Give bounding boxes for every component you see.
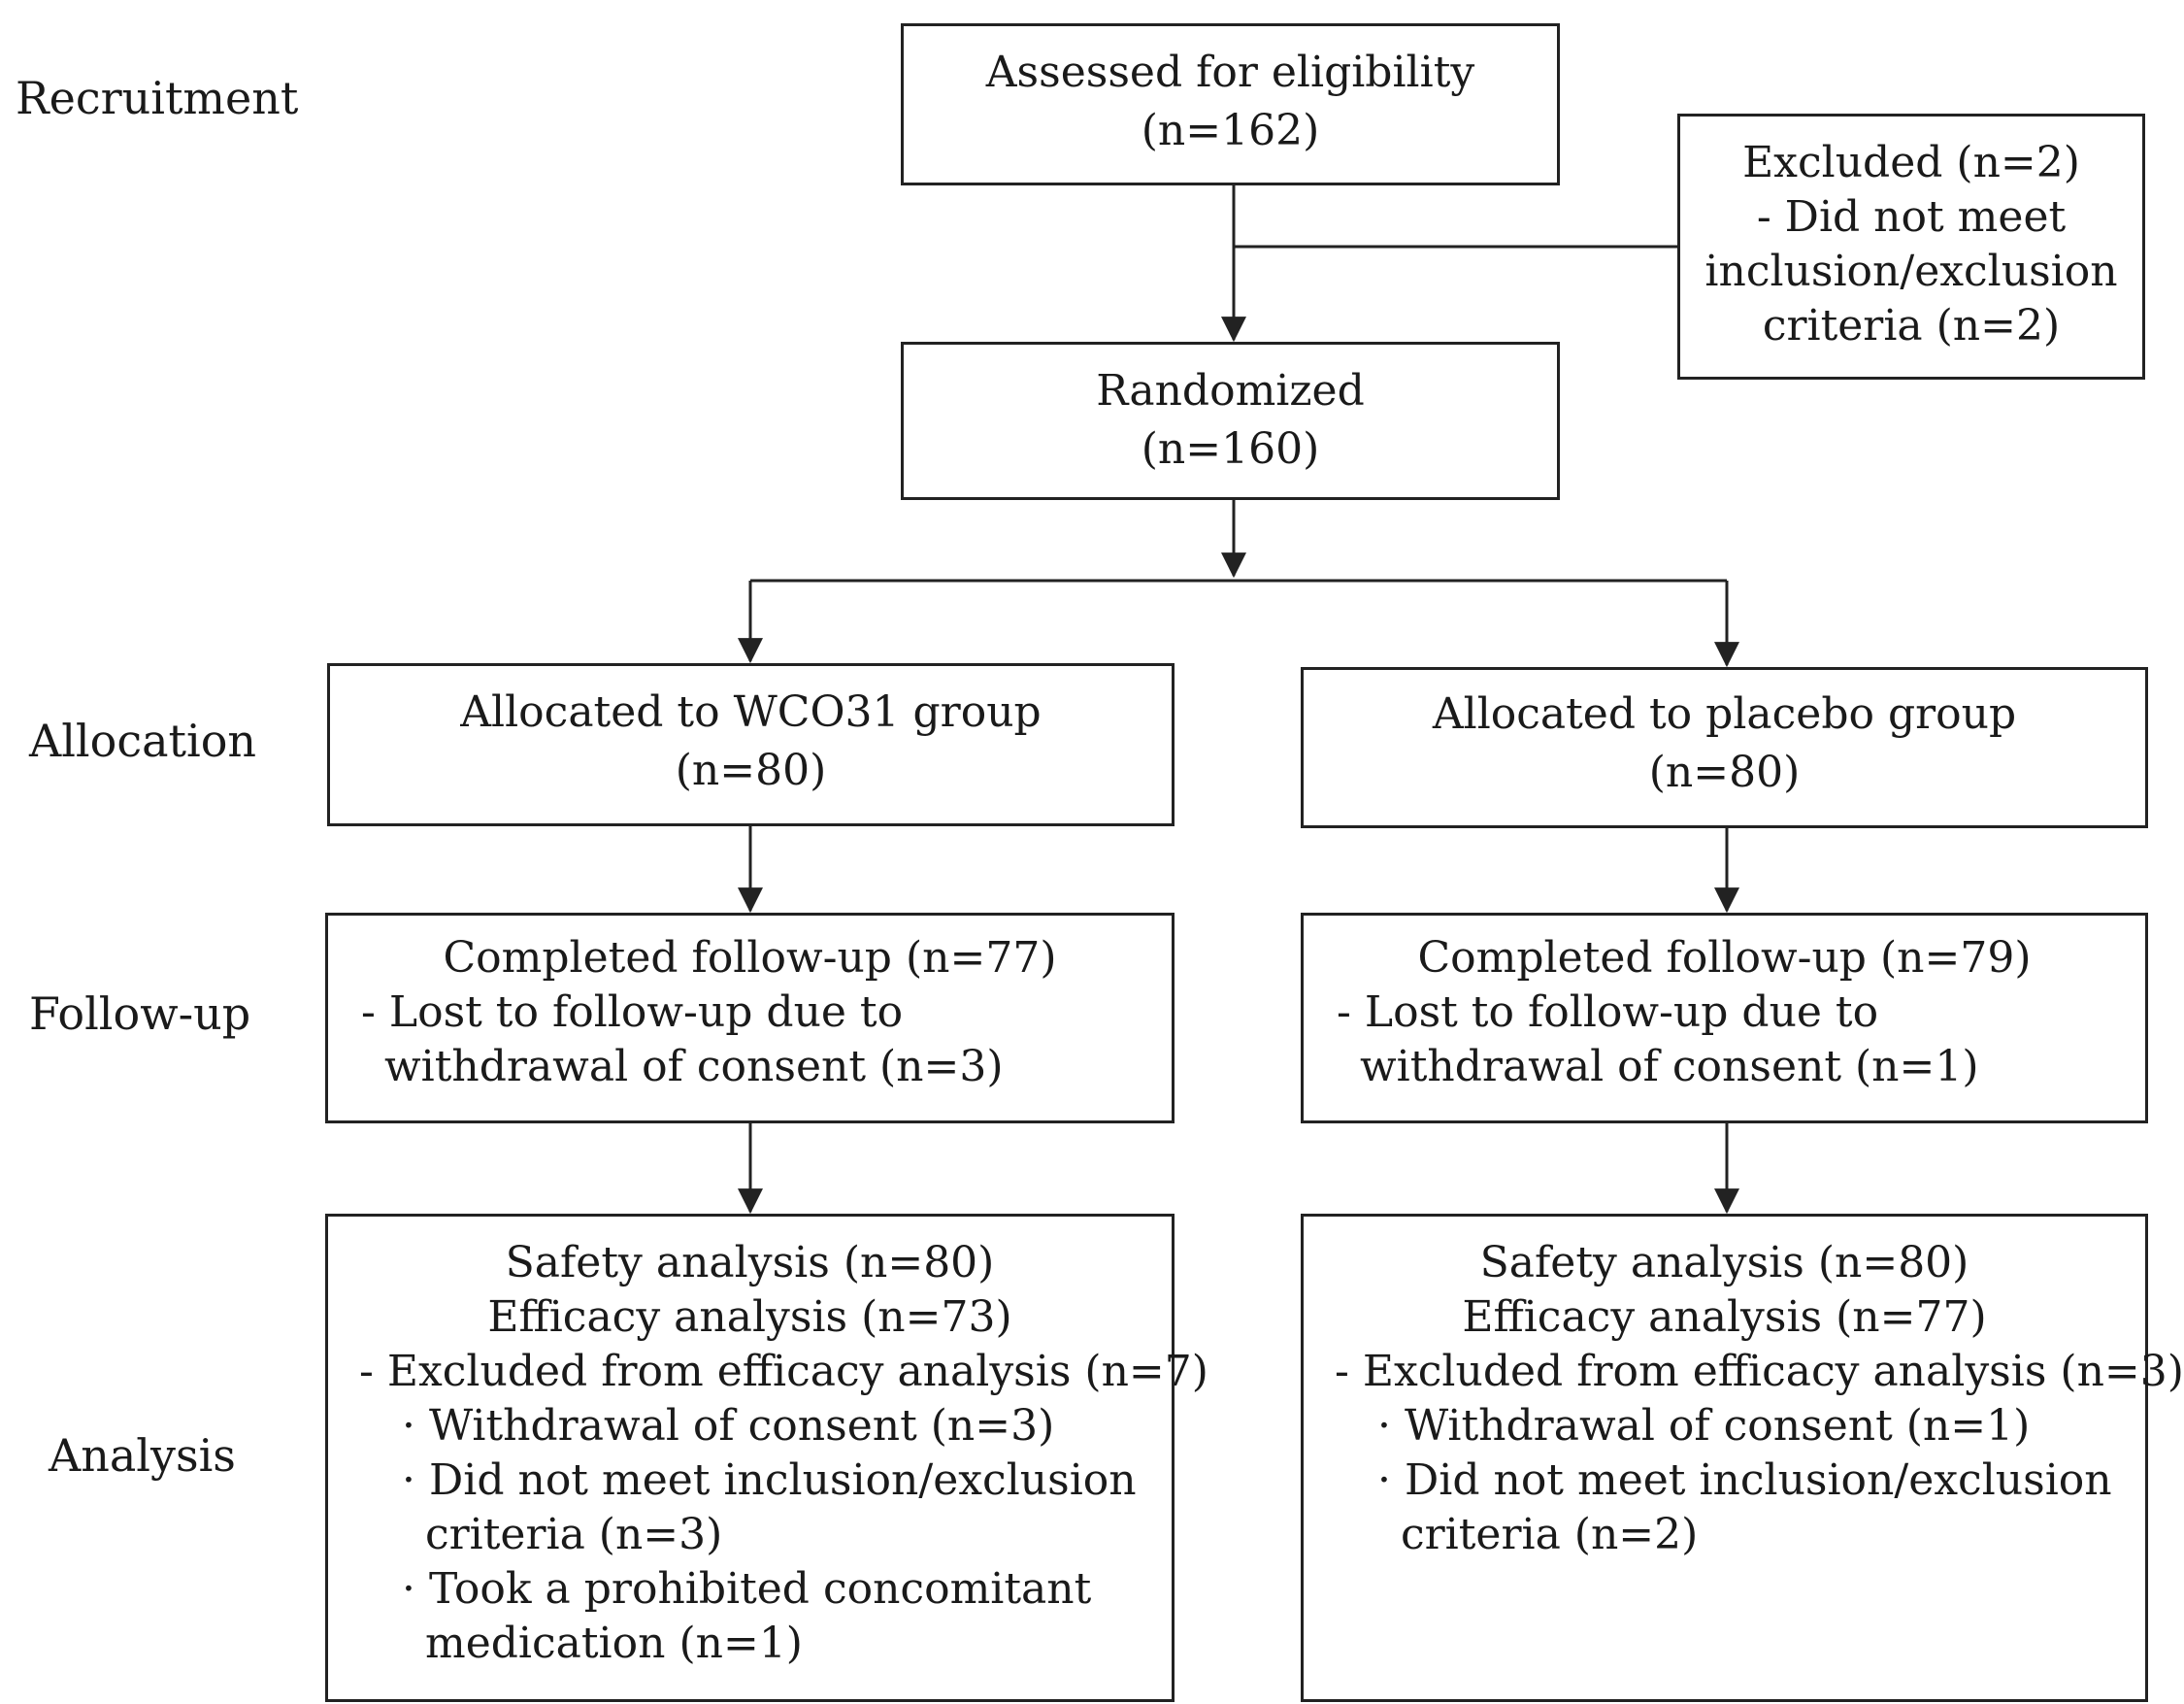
wco31-analysis-box: Safety analysis (n=80) Efficacy analysis… — [325, 1214, 1208, 1702]
wco31-allocation-title: Allocated to WCO31 group — [460, 687, 1042, 737]
stage-label-follow-up: Follow-up — [29, 987, 251, 1040]
randomized-title: Randomized — [1096, 366, 1365, 416]
placebo-excluded-efficacy: - Excluded from efficacy analysis (n=3) — [1335, 1347, 2184, 1396]
placebo-safety-analysis: Safety analysis (n=80) — [1479, 1238, 1969, 1287]
placebo-allocation-count: (n=80) — [1648, 748, 1801, 797]
wco31-reason-item: · Withdrawal of consent (n=3) — [402, 1401, 1055, 1451]
placebo-followup-lost-note: - Lost to follow-up due to withdrawal of… — [1337, 987, 1979, 1091]
stage-label-analysis: Analysis — [49, 1429, 236, 1482]
excluded-reason: - Did not meet inclusion/exclusion crite… — [1704, 192, 2118, 351]
wco31-allocation-box: Allocated to WCO31 group (n=80) — [327, 663, 1175, 826]
wco31-efficacy-analysis: Efficacy analysis (n=73) — [487, 1292, 1012, 1342]
placebo-followup-title: Completed follow-up (n=79) — [1417, 933, 2032, 983]
wco31-followup-box: Completed follow-up (n=77) - Lost to fol… — [325, 913, 1175, 1123]
assessed-title: Assessed for eligibility — [985, 48, 1475, 97]
stage-label-allocation: Allocation — [29, 715, 257, 767]
placebo-reason-item: · Did not meet inclusion/exclusion crite… — [1377, 1455, 2112, 1559]
assessed-box: Assessed for eligibility (n=162) — [901, 23, 1560, 185]
wco31-safety-analysis: Safety analysis (n=80) — [505, 1238, 995, 1287]
placebo-allocation-title: Allocated to placebo group — [1432, 689, 2017, 739]
randomized-box: Randomized (n=160) — [901, 342, 1560, 500]
wco31-followup-lost-note: - Lost to follow-up due to withdrawal of… — [361, 987, 1004, 1091]
wco31-followup-title: Completed follow-up (n=77) — [443, 933, 1057, 983]
randomized-count: (n=160) — [1141, 424, 1320, 474]
wco31-allocation-count: (n=80) — [675, 746, 827, 795]
wco31-excluded-efficacy: - Excluded from efficacy analysis (n=7) — [359, 1347, 1208, 1396]
placebo-allocation-box: Allocated to placebo group (n=80) — [1301, 667, 2148, 828]
wco31-reason-item: · Did not meet inclusion/exclusion crite… — [402, 1455, 1137, 1559]
excluded-title: Excluded (n=2) — [1742, 138, 2080, 187]
assessed-count: (n=162) — [1141, 106, 1320, 155]
wco31-reason-item: · Took a prohibited concomitant medicati… — [402, 1564, 1092, 1668]
placebo-efficacy-analysis: Efficacy analysis (n=77) — [1462, 1292, 1987, 1342]
excluded-box: Excluded (n=2) - Did not meet inclusion/… — [1677, 114, 2145, 380]
placebo-reason-item: · Withdrawal of consent (n=1) — [1377, 1401, 2031, 1451]
placebo-analysis-box: Safety analysis (n=80) Efficacy analysis… — [1301, 1214, 2184, 1702]
placebo-followup-box: Completed follow-up (n=79) - Lost to fol… — [1301, 913, 2148, 1123]
stage-label-recruitment: Recruitment — [16, 72, 299, 124]
